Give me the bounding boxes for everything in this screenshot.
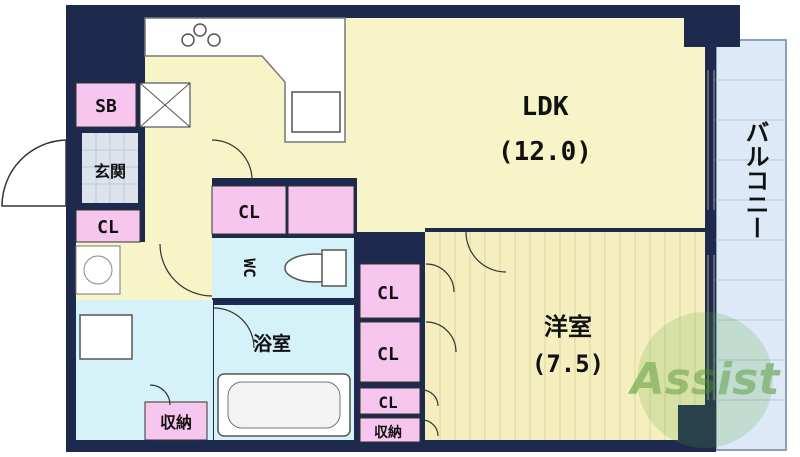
sb-closet: [75, 82, 137, 128]
storage-western-label: 収納: [374, 424, 402, 441]
western-storage: [359, 417, 421, 443]
hall-closet: [211, 185, 287, 235]
wc-label: WC: [240, 258, 259, 277]
hall-closet-2: [287, 185, 355, 235]
western-closet-2: [359, 321, 421, 383]
balcony-label: バルコニー: [741, 120, 769, 240]
western-size: (7.5): [532, 350, 604, 378]
cl-hall-label: CL: [238, 202, 260, 223]
ldk-size: (12.0): [498, 137, 592, 167]
entrance-closet: [75, 209, 141, 243]
svg-text:Assist: Assist: [628, 354, 782, 405]
cl-entrance-label: CL: [97, 217, 119, 238]
sb-label: SB: [95, 96, 117, 117]
western-closet-3: [359, 387, 421, 415]
watermark-logo: Assist: [628, 312, 782, 448]
cl-western-1-label: CL: [377, 283, 399, 304]
balcony-area: [715, 39, 787, 451]
entrance-door-swing: [1, 139, 67, 207]
wash-basin: [79, 314, 133, 360]
cl-western-2-label: CL: [377, 344, 399, 365]
bath-storage: [144, 401, 208, 441]
column-pillar-top: [684, 5, 740, 47]
sink-icon: [291, 91, 341, 133]
washing-machine-space: [75, 245, 121, 295]
storage-bath-label: 収納: [160, 413, 192, 432]
column-pillar: [678, 405, 716, 452]
cl-western-3-label: CL: [378, 393, 397, 412]
stove-icon: [181, 23, 221, 47]
western-closet-1: [359, 263, 421, 319]
western-room: [425, 232, 705, 440]
ldk-label: LDK: [522, 92, 569, 122]
western-label: 洋室: [544, 313, 592, 341]
bath-label: 浴室: [253, 332, 291, 355]
entrance-label: 玄関: [94, 162, 126, 181]
